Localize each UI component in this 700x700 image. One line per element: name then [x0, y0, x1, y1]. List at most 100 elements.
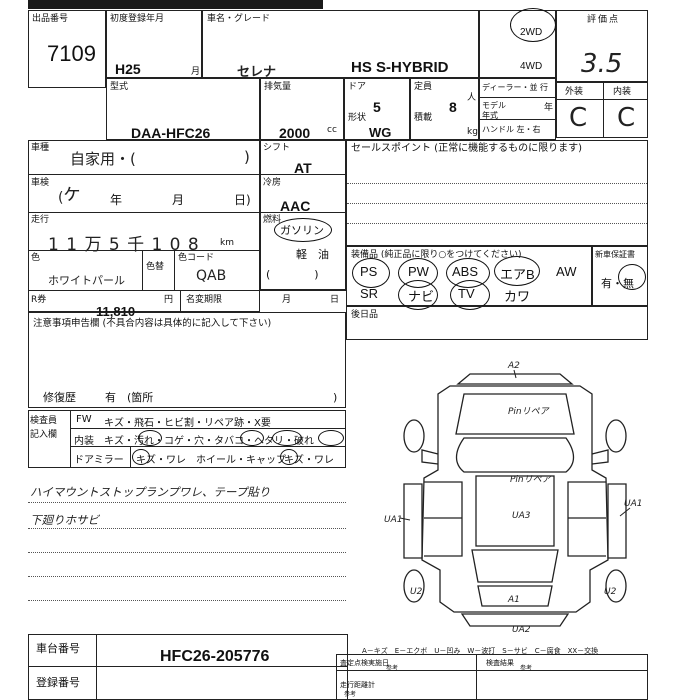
handwritten-note-1: ハイマウントストップランプワレ、テープ貼り — [30, 485, 271, 499]
color-label: 色 — [31, 253, 41, 263]
capacity-box: 定員 8 人 積載 kg — [410, 78, 479, 140]
capacity-label: 定員 — [414, 82, 433, 92]
equip-tv-circle — [450, 280, 490, 310]
inspection-open: ( — [58, 190, 64, 206]
model-label: 車名・グレード — [207, 14, 271, 24]
use-value: 自家用・( — [70, 150, 136, 168]
equip-leather: カワ — [504, 289, 531, 304]
capacity-value: 8 — [449, 99, 457, 115]
name-change-month: 月 — [282, 295, 292, 305]
header-black-bar — [28, 0, 323, 9]
color-value: ホワイトパール — [48, 274, 125, 287]
recycle-yen: 円 — [164, 295, 174, 305]
interior-tear-circle — [318, 430, 344, 446]
handwritten-note-2: 下廻りホサビ — [30, 513, 99, 527]
repair-close: ) — [333, 391, 338, 404]
repair-history-value: 有 — [105, 391, 116, 404]
warranty-label: 新車保証書 — [595, 250, 635, 259]
inspector-label-top: 検査員 — [30, 416, 58, 426]
dealer-box: ディーラー・並 行 モデル年式 年 ハンドル 左・右 — [479, 78, 556, 140]
displacement: 2000 — [279, 125, 311, 141]
fuel-diesel: 軽 油 — [296, 248, 329, 261]
mileage-digits: 1 1 万 5 千 1 0 8 — [48, 235, 200, 255]
interior-label: 内装 — [613, 87, 632, 97]
repair-history-label: 修復歴 — [43, 391, 76, 404]
equip-airbag-circle — [494, 256, 540, 286]
use-close: ) — [244, 148, 250, 166]
equipment-label: 装備品 (純正品に限り○をつけてください) — [351, 250, 522, 260]
cc-unit: cc — [327, 125, 337, 135]
inspection-month: 月 — [172, 193, 185, 207]
displacement-box: 排気量 2000 cc — [260, 78, 344, 141]
first-reg-label: 初度登録年月 — [110, 14, 165, 24]
ref-label-2: 参考 — [520, 665, 533, 672]
inspection-label: 車検 — [31, 178, 50, 188]
ac-label: 冷房 — [263, 178, 282, 188]
mark-a2-front: A2 — [507, 361, 520, 371]
fuel-gasoline-circle — [274, 218, 332, 242]
inspection-scribble: ヶ — [62, 180, 82, 204]
mark-pin-repair-hood: Pinリペア — [508, 407, 550, 417]
registration-grid — [28, 140, 260, 312]
mark-ua1-left: UA1 — [384, 515, 402, 525]
notes-box: 注意事項申告欄 (不具合内容は具体的に記入して下さい) 修復歴 有 (箇所 ) — [28, 312, 346, 408]
capacity-unit: 人 — [467, 93, 477, 103]
inspection-day: 日) — [234, 193, 251, 207]
shift-value: AT — [294, 160, 312, 176]
recycle-amount: 11,810 — [96, 304, 136, 319]
reg-year: H25 — [115, 61, 141, 77]
load-label: 積載 — [414, 113, 433, 123]
color-code: QAB — [196, 268, 227, 284]
dealer-label: ディーラー・並 行 — [482, 83, 548, 92]
grade: HS S-HYBRID — [351, 59, 449, 76]
notes-label: 注意事項申告欄 (不具合内容は具体的に記入して下さい) — [33, 318, 272, 329]
doors-box: ドア 5 形状 WG — [344, 78, 410, 140]
lot-number-box: 出品番号 7109 — [28, 10, 106, 88]
mark-a1-rear: A1 — [507, 595, 520, 605]
mechanical-column — [260, 140, 346, 290]
shift-label: シフト — [263, 143, 291, 153]
recycle-label: R券 — [31, 295, 47, 305]
model-name: セレナ — [237, 65, 277, 80]
mark-ua1-right: UA1 — [624, 499, 642, 509]
doors-label: ドア — [348, 82, 367, 92]
mark-ua2-rear: UA2 — [512, 625, 531, 635]
interior-dirt-circle — [138, 430, 162, 446]
damage-legend: A－キズ E－エクボ U－凹み W－波打 S－サビ C－腐食 XX－交換 — [362, 647, 599, 655]
inspector-label-bottom: 記入欄 — [30, 430, 58, 440]
mark-pin-repair-roof: Pinリペア — [510, 475, 552, 485]
reg-month-unit: 月 — [191, 67, 201, 77]
interior-grade: C — [617, 103, 636, 133]
mileage-meter-label: 走行距離計 — [340, 681, 375, 689]
mirror-items: キズ・ワレ — [136, 455, 186, 466]
fw-items: キズ・飛石・ヒビ割・リペア跡・X要 — [104, 418, 271, 429]
car-damage-diagram: A2 Pinリペア Pinリペア UA1 UA3 UA1 A1 UA2 U2 U… — [384, 361, 642, 635]
shape-label: 形状 — [348, 113, 367, 123]
score-value: 3.5 — [581, 49, 623, 79]
inspection-result-label: 検査結果 — [486, 659, 514, 667]
aftermarket-label: 後日品 — [351, 310, 379, 320]
ref-label-1: 参考 — [386, 665, 399, 672]
aftermarket-box: 後日品 — [346, 306, 648, 340]
repair-place: (箇所 — [127, 391, 154, 404]
wheel-label: ホイール・キャップ — [196, 455, 286, 466]
equip-aw: AW — [556, 264, 577, 279]
model-code: DAA-HFC26 — [131, 125, 211, 141]
load-unit: kg — [467, 127, 478, 137]
doors-value: 5 — [373, 99, 381, 115]
mirror-scratch-circle — [132, 449, 150, 465]
score-label: 評価点 — [587, 15, 621, 25]
mark-ua3: UA3 — [512, 511, 531, 521]
sales-point-box: セールスポイント (正常に機能するものに限ります) — [346, 140, 648, 246]
model-grade-box: 車名・グレード セレナ HS S-HYBRID — [202, 10, 479, 80]
year-unit: 年 — [544, 103, 554, 113]
ext-int-box: 外装 内装 C C — [556, 82, 648, 138]
drive-2wd-circle — [510, 8, 556, 42]
interior-wear-circle — [272, 430, 302, 446]
footer-ref-3: 参考 — [344, 691, 357, 698]
handle-label: ハンドル 左・右 — [482, 125, 541, 134]
lot-number: 7109 — [47, 41, 96, 66]
interior-tobacco-circle — [240, 430, 264, 446]
inspector-interior-items: キズ・汚れ・コゲ・穴・タバコ・ヘタリ・破れ — [104, 436, 314, 447]
inspector-interior-label: 内装 — [74, 436, 94, 447]
